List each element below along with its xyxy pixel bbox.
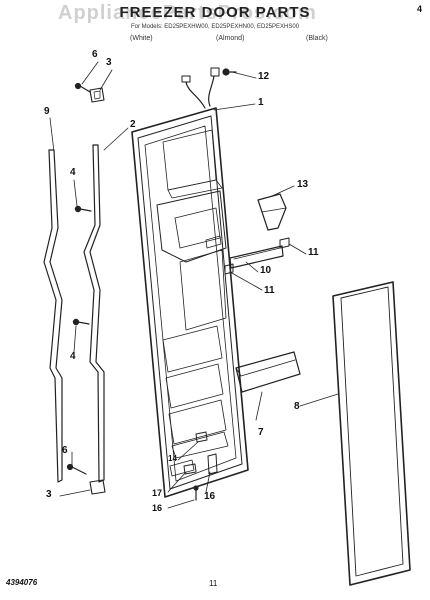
callout-7: 7 (258, 427, 264, 438)
callout-4-upper: 4 (70, 167, 76, 178)
callout-6-bottom: 6 (62, 445, 68, 456)
callout-14: 14 (168, 454, 177, 463)
callout-4-lower: 4 (70, 351, 76, 362)
bottom-hardware (183, 431, 218, 501)
diagram-title: FREEZER DOOR PARTS (119, 4, 311, 21)
ice-chute (257, 193, 287, 231)
dispenser-trim-10 (229, 245, 284, 269)
callout-10: 10 (260, 265, 272, 276)
callout-11-right: 11 (308, 247, 319, 258)
screw-4-lower (72, 318, 90, 326)
callout-13: 13 (297, 179, 309, 190)
leader-lines (49, 61, 339, 509)
callout-9: 9 (44, 106, 50, 117)
callout-11-left: 11 (264, 285, 275, 296)
callout-8: 8 (294, 401, 300, 412)
screw-4-upper (74, 205, 92, 213)
callout-3-bottom: 3 (46, 489, 52, 500)
wire-harness (181, 67, 220, 109)
variant-white: (White) (130, 35, 153, 42)
watermark: AppliancePartsPros.com (58, 2, 317, 24)
page-number: 11 (209, 579, 218, 588)
callout-17: 17 (152, 488, 163, 498)
door-gasket (332, 281, 411, 586)
handle-trim-2 (83, 144, 105, 483)
variant-black: (Black) (306, 35, 328, 42)
variant-almond: (Almond) (216, 35, 245, 42)
part-number: 4394076 (6, 578, 38, 587)
model-list: For Models: ED25PEXHW00, ED25PEXHN00, ED… (130, 24, 300, 30)
hinge-top (74, 82, 105, 103)
retainer-11-left (224, 263, 234, 275)
callout-3-top: 3 (106, 57, 112, 68)
screw-12 (222, 68, 237, 76)
callout-16-left: 16 (152, 503, 163, 513)
callout-1: 1 (258, 97, 264, 108)
callout-6-top: 6 (92, 49, 98, 60)
retainer-11-right (279, 237, 290, 249)
door-bin (235, 351, 301, 393)
callout-12: 12 (258, 71, 270, 82)
hinge-bottom (66, 463, 106, 495)
freezer-door (131, 107, 249, 498)
callout-16-right: 16 (204, 491, 216, 502)
callout-2: 2 (130, 119, 136, 130)
handle-trim-9 (43, 149, 63, 483)
corner-mark: 4 (416, 4, 422, 14)
